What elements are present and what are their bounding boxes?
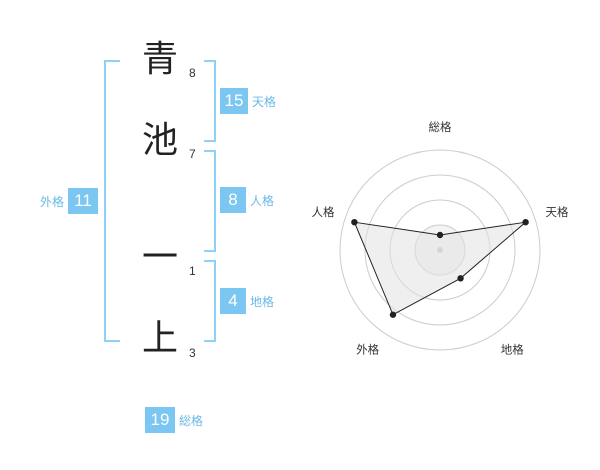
- tenkaku-label: 天格: [252, 94, 277, 109]
- chikaku-badge: 4 地格: [220, 288, 274, 314]
- radar-shape: [351, 218, 529, 318]
- gaikaku-bracket: [104, 60, 120, 342]
- radar-axis-label-3: 地格: [501, 343, 524, 357]
- jinkaku-bracket: [204, 150, 216, 252]
- chikaku-label: 地格: [250, 294, 275, 309]
- stroke-count-1: 8: [189, 66, 196, 80]
- tenkaku-bracket: [204, 60, 216, 142]
- radar-axis-label-5: 人格: [312, 205, 335, 219]
- stroke-count-3: 1: [189, 264, 196, 278]
- name-char-3: 一: [141, 237, 178, 278]
- jinkaku-badge: 8 人格: [220, 187, 274, 213]
- stroke-count-2: 7: [189, 147, 196, 161]
- soukaku-badge: 19 総格: [145, 407, 203, 433]
- radar-axis-label-1: 総格: [429, 120, 452, 134]
- radar-point-2: [522, 218, 529, 226]
- name-char-1: 青: [141, 39, 178, 80]
- chikaku-value: 4: [220, 288, 246, 314]
- name-char-4: 上: [141, 318, 178, 359]
- radar-polygon: [353, 221, 528, 316]
- tenkaku-badge: 15 天格: [220, 88, 276, 114]
- jinkaku-value: 8: [220, 187, 246, 213]
- gaikaku-badge: 外格 11: [40, 188, 99, 214]
- radar-point-1: [436, 231, 444, 239]
- radar-point-4: [389, 311, 397, 318]
- soukaku-label: 総格: [179, 413, 204, 428]
- jinkaku-label: 人格: [250, 193, 275, 208]
- chikaku-bracket: [204, 260, 216, 342]
- soukaku-value: 19: [145, 407, 175, 433]
- radar-axis-label-4: 外格: [356, 343, 379, 357]
- radar-axis-label-2: 天格: [545, 205, 568, 219]
- radar-point-3: [457, 275, 464, 282]
- radar-point-5: [351, 218, 358, 226]
- name-char-2: 池: [141, 120, 178, 161]
- gaikaku-value: 11: [68, 188, 99, 214]
- tenkaku-value: 15: [220, 88, 248, 114]
- stroke-count-4: 3: [189, 346, 196, 360]
- gaikaku-label: 外格: [40, 194, 65, 209]
